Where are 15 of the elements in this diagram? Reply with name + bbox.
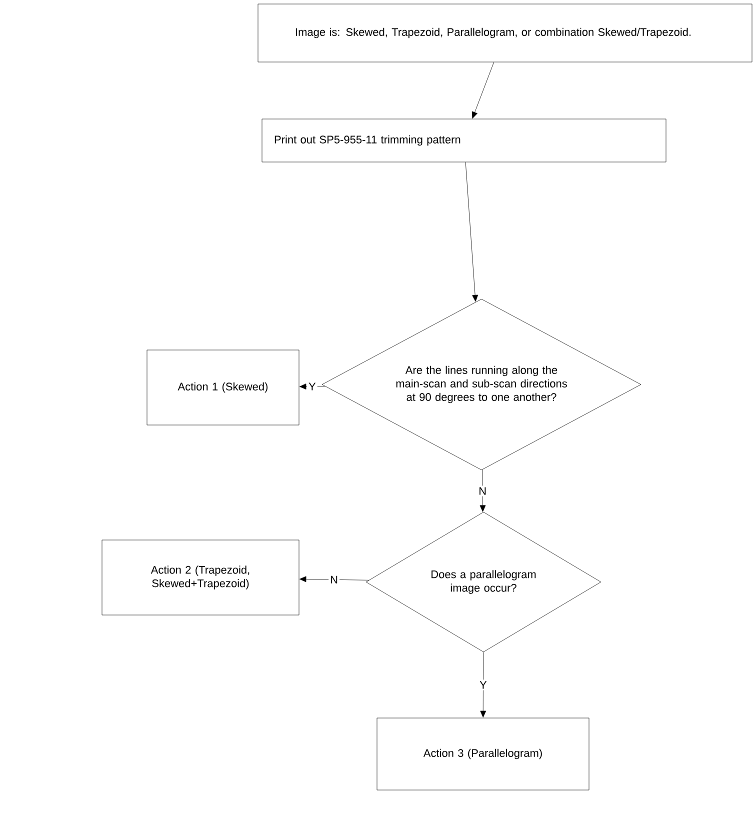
edge-label: Y	[478, 680, 488, 690]
edge-label: Y	[307, 381, 318, 392]
edge-label: N	[328, 574, 340, 585]
process-box: Action 2 (Trapezoid, Skewed+Trapezoid)	[102, 540, 300, 616]
arrow	[480, 652, 486, 718]
edge-label: N	[477, 486, 488, 496]
process-box: Print out SP5-955-11 trimming pattern	[262, 118, 666, 162]
arrow	[465, 162, 478, 302]
arrow	[300, 576, 370, 582]
process-box: Image is: Skewed, Trapezoid, Parallelogram, or combination Skewed/Trapezoid.	[258, 4, 752, 62]
process-box: Action 1 (Skewed)	[146, 350, 300, 426]
process-box: Action 3 (Parallelogram)	[376, 718, 590, 790]
arrow	[300, 384, 326, 390]
arrow	[480, 470, 486, 512]
arrow	[472, 62, 494, 119]
